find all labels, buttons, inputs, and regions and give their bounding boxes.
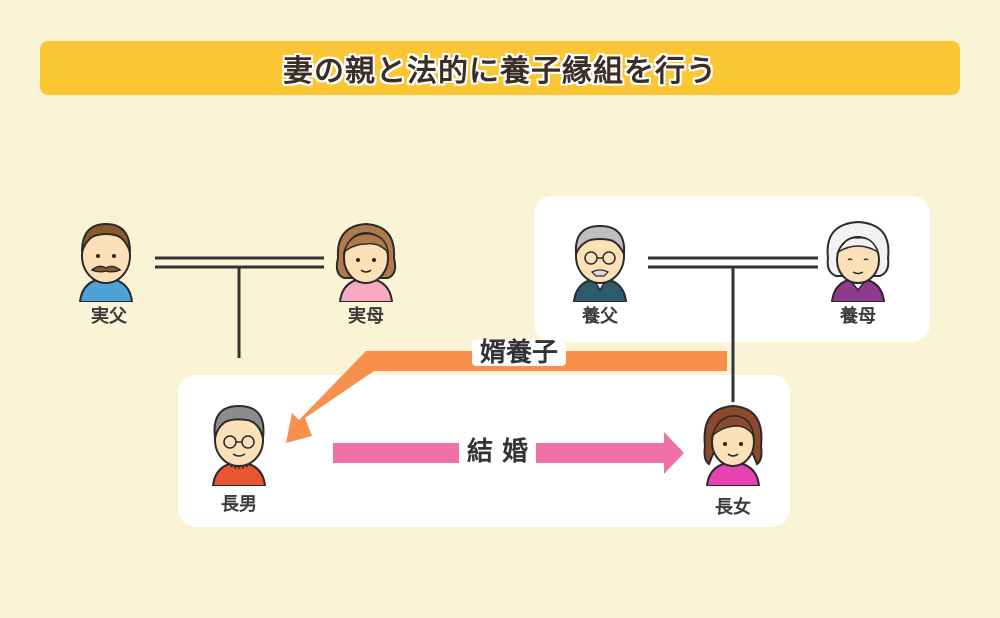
title-banner: 妻の親と法的に養子縁組を行う [40,41,960,95]
adoptive-father-label: 養父 [582,306,618,327]
eldest-son-label: 長男 [221,494,257,515]
adoptive-father-icon [572,224,628,302]
adoptive-mother-label: 養母 [840,306,876,327]
adoption-arrow-label: 婿養子 [472,340,567,366]
biological-mother-label: 実母 [348,306,384,327]
biological-mother-icon [335,222,397,302]
adoptive-mother-icon [826,220,890,302]
adoptive-parents-marriage-line [648,256,818,269]
eldest-daughter-icon [703,404,763,486]
biological-father-label: 実父 [91,306,127,327]
marriage-arrow-label: 結 婚 [459,439,537,465]
eldest-daughter-label: 長女 [715,497,751,518]
eldest-son-icon [211,404,267,486]
biological-father-icon [78,222,134,302]
page-title: 妻の親と法的に養子縁組を行う [283,54,717,89]
adoption-arrow [286,351,727,443]
bio-parents-marriage-line [155,256,324,269]
